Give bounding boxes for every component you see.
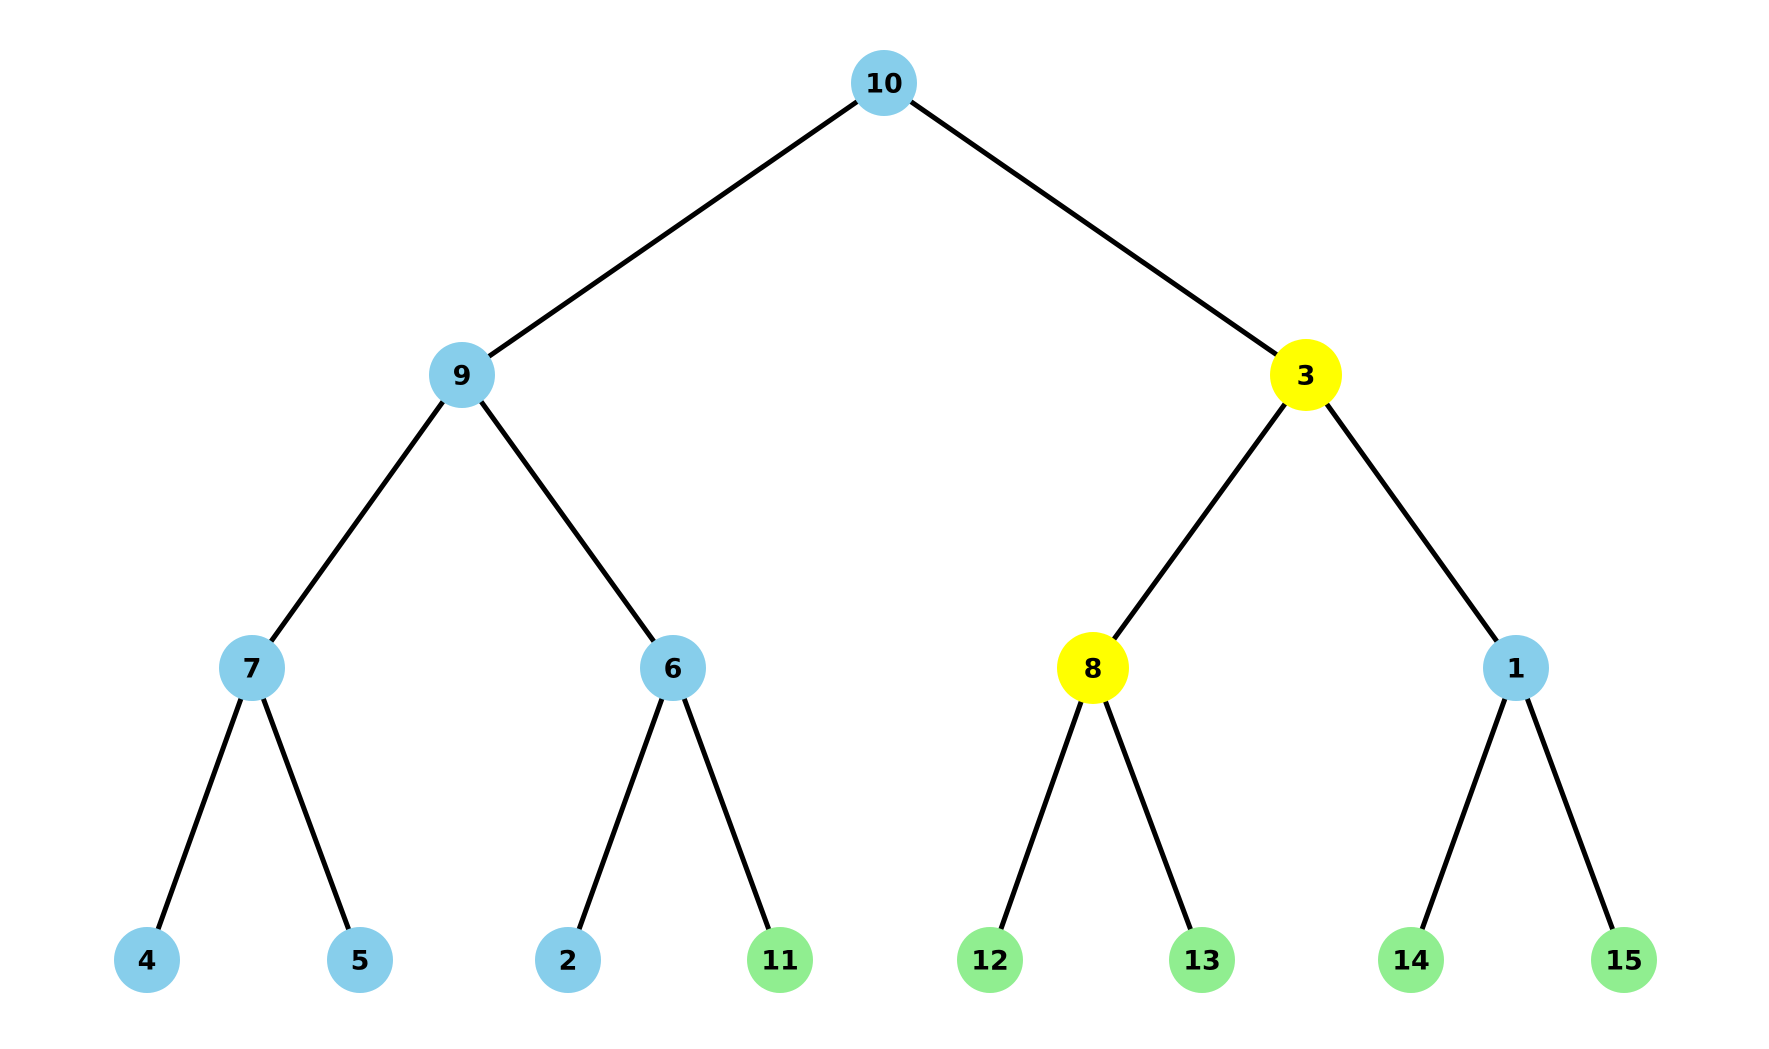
tree-node[interactable]: 7 bbox=[219, 635, 285, 701]
tree-node-circle[interactable] bbox=[1378, 927, 1444, 993]
tree-edge bbox=[1408, 665, 1519, 963]
tree-node[interactable]: 1 bbox=[1483, 635, 1549, 701]
tree-edge bbox=[1303, 372, 1519, 671]
tree-edge bbox=[459, 372, 676, 671]
tree-node[interactable]: 3 bbox=[1270, 339, 1342, 411]
tree-node-circle[interactable] bbox=[219, 635, 285, 701]
tree-node[interactable]: 11 bbox=[747, 927, 813, 993]
tree-node-circle[interactable] bbox=[640, 635, 706, 701]
tree-node-circle[interactable] bbox=[1591, 927, 1657, 993]
tree-edge bbox=[1513, 665, 1627, 963]
tree-node-circle[interactable] bbox=[957, 927, 1023, 993]
tree-edge bbox=[459, 80, 887, 378]
tree-node[interactable]: 12 bbox=[957, 927, 1023, 993]
tree-node-circle[interactable] bbox=[1057, 632, 1129, 704]
tree-node-circle[interactable] bbox=[747, 927, 813, 993]
tree-edge bbox=[249, 372, 465, 671]
tree-node-circle[interactable] bbox=[429, 342, 495, 408]
tree-edge bbox=[881, 80, 1309, 378]
tree-node-circle[interactable] bbox=[114, 927, 180, 993]
tree-node-circle[interactable] bbox=[1169, 927, 1235, 993]
tree-node[interactable]: 10 bbox=[851, 50, 917, 116]
tree-edge bbox=[1090, 665, 1205, 963]
tree-node[interactable]: 9 bbox=[429, 342, 495, 408]
tree-edge bbox=[1090, 372, 1309, 671]
tree-node[interactable]: 8 bbox=[1057, 632, 1129, 704]
tree-node-circle[interactable] bbox=[851, 50, 917, 116]
tree-node[interactable]: 4 bbox=[114, 927, 180, 993]
tree-node[interactable]: 5 bbox=[327, 927, 393, 993]
tree-node[interactable]: 6 bbox=[640, 635, 706, 701]
tree-node[interactable]: 2 bbox=[535, 927, 601, 993]
edges-layer bbox=[144, 80, 1627, 963]
tree-edge bbox=[670, 665, 783, 963]
tree-node-circle[interactable] bbox=[1270, 339, 1342, 411]
tree-node-circle[interactable] bbox=[1483, 635, 1549, 701]
tree-edge bbox=[249, 665, 363, 963]
tree-edge bbox=[144, 665, 255, 963]
tree-edge bbox=[565, 665, 676, 963]
tree-node-circle[interactable] bbox=[327, 927, 393, 993]
tree-node-circle[interactable] bbox=[535, 927, 601, 993]
tree-node[interactable]: 14 bbox=[1378, 927, 1444, 993]
tree-edge bbox=[987, 665, 1096, 963]
tree-node[interactable]: 13 bbox=[1169, 927, 1235, 993]
tree-node[interactable]: 15 bbox=[1591, 927, 1657, 993]
